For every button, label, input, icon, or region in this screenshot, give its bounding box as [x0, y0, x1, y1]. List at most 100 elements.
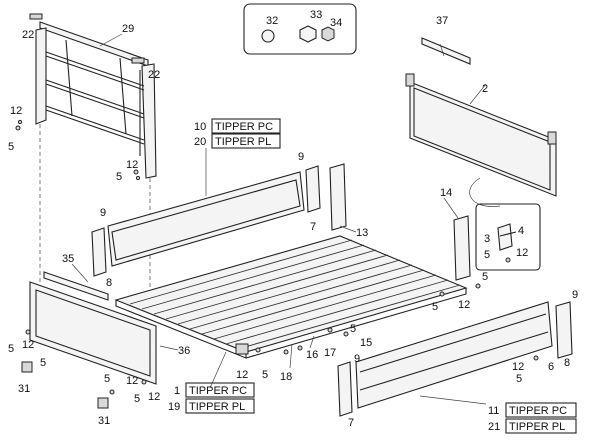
bar-35 — [43, 271, 109, 301]
label-8-c: 8 — [564, 357, 570, 369]
washer — [533, 355, 539, 361]
leader-14 — [443, 197, 459, 219]
detail-frame — [475, 203, 541, 271]
leader-35 — [71, 263, 89, 283]
side-panel-11 — [355, 301, 553, 409]
label-9-c: 9 — [572, 289, 578, 301]
tipper-pl-19: TIPPER PL — [189, 401, 245, 413]
label-7-a: 7 — [310, 221, 316, 233]
label-2: 2 — [482, 83, 488, 95]
box-20 — [211, 133, 281, 149]
floor-corner-bracket — [235, 343, 249, 355]
label-5-f: 5 — [8, 343, 14, 355]
label-12-e: 12 — [22, 339, 34, 351]
headboard-rail-2 — [45, 79, 145, 115]
label-5-a: 5 — [8, 141, 14, 153]
washer — [255, 347, 261, 353]
headboard-brace-2 — [119, 57, 127, 135]
label-5-j: 5 — [516, 373, 522, 385]
post-8-right — [555, 301, 573, 359]
slat — [177, 259, 401, 325]
small-parts-inset — [243, 3, 357, 55]
side-panel-2 — [405, 73, 557, 197]
side-panel-2-body — [409, 81, 557, 197]
label-33: 33 — [310, 9, 322, 21]
cap-22-left — [29, 13, 43, 20]
box-19 — [185, 398, 255, 414]
part-32-cap — [261, 29, 275, 43]
floor-front-edge — [115, 300, 247, 359]
label-16: 16 — [306, 349, 318, 361]
label-13: 13 — [356, 227, 368, 239]
detail-hinge-pin — [499, 231, 517, 237]
detail-hinge-group — [469, 177, 541, 271]
box-11 — [505, 402, 577, 418]
label-4: 4 — [518, 225, 524, 237]
washer — [109, 389, 115, 395]
label-12-b: 12 — [126, 159, 138, 171]
detail-hinge-plate — [497, 223, 513, 251]
label-15: 15 — [360, 337, 372, 349]
front-panel-36-body — [29, 281, 157, 385]
label-14: 14 — [440, 187, 452, 199]
boxed-label-20-pl: TIPPER PL — [211, 133, 281, 149]
label-5-l: 5 — [134, 393, 140, 405]
rear-panel-inner — [111, 179, 301, 261]
label-22-left: 22 — [22, 29, 34, 41]
boxed-label-11-pc: TIPPER PC — [505, 402, 577, 418]
slat — [225, 279, 449, 345]
side-panel-11-rib-1 — [359, 313, 547, 373]
label-31-a: 31 — [18, 383, 30, 395]
washer — [17, 119, 23, 125]
bolt-right-head — [133, 169, 139, 175]
label-6: 6 — [548, 361, 554, 373]
label-8-a: 8 — [106, 277, 112, 289]
box-1 — [185, 382, 255, 398]
clamp-31-left — [21, 361, 33, 373]
floor-chassis — [114, 235, 468, 359]
label-11: 11 — [488, 405, 499, 417]
label-3: 3 — [484, 233, 490, 245]
label-29: 29 — [122, 23, 134, 35]
label-5-g: 5 — [40, 357, 46, 369]
leader-13 — [339, 225, 357, 233]
headboard-left-post — [35, 27, 47, 125]
label-21: 21 — [488, 421, 500, 433]
boxed-label-19-pl: TIPPER PL — [185, 398, 255, 414]
label-34: 34 — [330, 17, 342, 29]
label-5-c: 5 — [484, 249, 490, 261]
leader-1 — [209, 351, 227, 389]
label-10: 10 — [194, 121, 206, 133]
part-34-block — [321, 26, 335, 42]
post-8-left — [91, 227, 107, 277]
floor-side-edge — [245, 288, 467, 359]
slat — [201, 269, 425, 335]
washer — [327, 327, 333, 333]
washer — [283, 349, 289, 355]
label-31-b: 31 — [98, 415, 110, 427]
label-9-d: 9 — [354, 353, 360, 365]
label-32: 32 — [266, 15, 278, 27]
label-5-d: 5 — [482, 271, 488, 283]
callout-numbers: 32 33 34 37 22 29 22 12 5 12 5 10 20 9 2… — [8, 9, 578, 429]
slat — [129, 239, 353, 305]
inset-frame — [243, 3, 357, 55]
boxed-labels: TIPPER PC TIPPER PL 1 19 TIPPER PC TIPPE… — [168, 118, 577, 434]
slat — [141, 244, 365, 310]
leader-lines — [71, 33, 487, 405]
label-36: 36 — [178, 345, 190, 357]
tipper-pc-1: TIPPER PC — [189, 385, 247, 397]
front-panel-36 — [29, 281, 157, 385]
tipper-pl-21: TIPPER PL — [509, 421, 565, 433]
slat — [153, 249, 377, 315]
tipper-pl-20: TIPPER PL — [215, 136, 271, 148]
slat — [213, 274, 437, 340]
side-panel-2-inner — [413, 87, 551, 191]
cap-22-right — [131, 57, 145, 64]
label-12-j: 12 — [126, 375, 138, 387]
label-5-e: 5 — [432, 301, 438, 313]
headboard-right-post — [141, 63, 157, 179]
boxed-label-21-pl: TIPPER PL — [505, 418, 577, 434]
headboard-rail-3 — [45, 105, 145, 141]
